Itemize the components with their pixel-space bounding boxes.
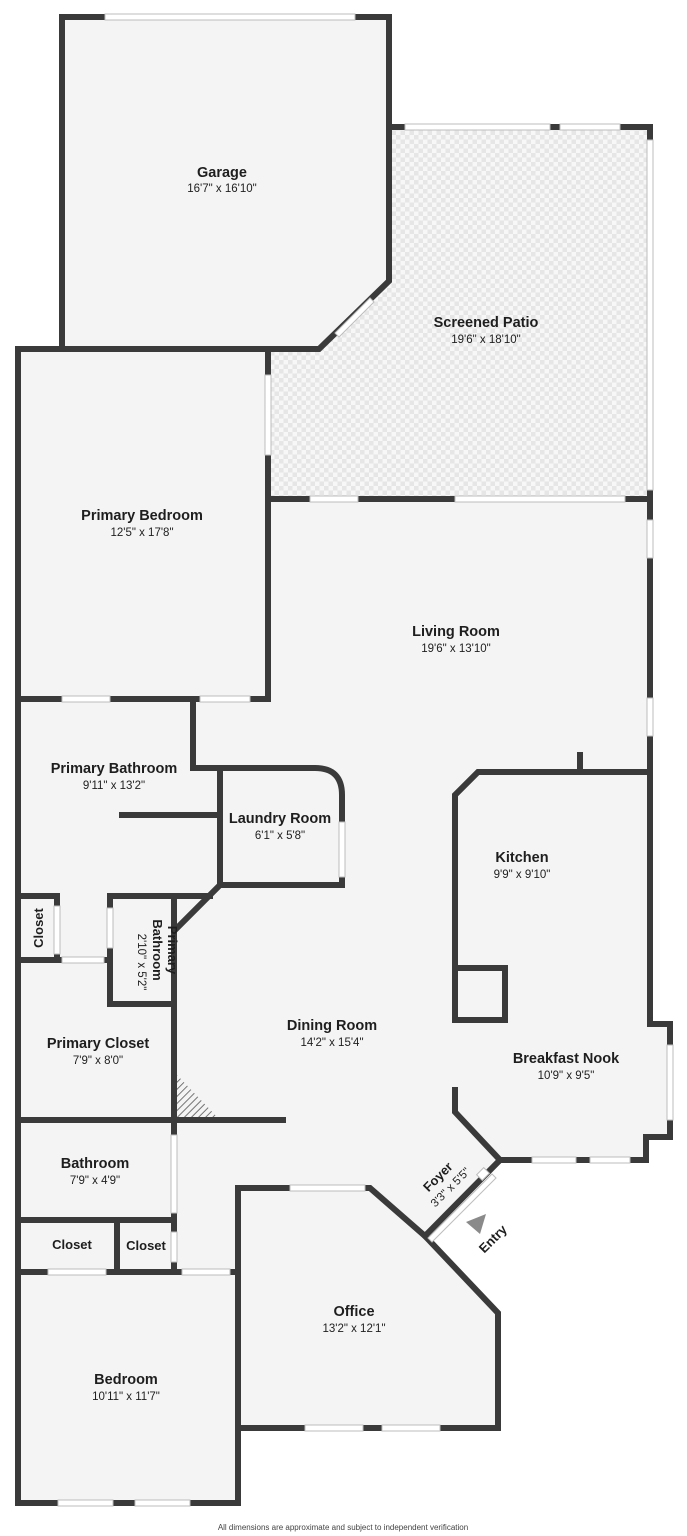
screened-patio-dim: 19'6" x 18'10" <box>451 334 520 346</box>
house-floor <box>18 349 670 1503</box>
patio-floor <box>268 127 650 499</box>
primary-closet-dim: 7'9" x 8'0" <box>73 1055 123 1067</box>
bathroom-label: Bathroom <box>61 1156 129 1172</box>
office-dim: 13'2" x 12'1" <box>322 1323 385 1335</box>
primary-bathroom-label: Primary Bathroom <box>51 761 178 777</box>
dining-room-label: Dining Room <box>287 1018 377 1034</box>
primary-closet-label: Primary Closet <box>47 1036 150 1052</box>
primary-bathroom-2-label-line2: Bathroom <box>150 919 165 980</box>
breakfast-nook-label: Breakfast Nook <box>513 1051 620 1067</box>
kitchen-dim: 9'9" x 9'10" <box>494 869 551 881</box>
primary-bathroom-2-label-line1: Primary <box>165 926 180 975</box>
dining-room-dim: 14'2" x 15'4" <box>300 1037 363 1049</box>
windows <box>47 13 674 1507</box>
laundry-room-dim: 6'1" x 5'8" <box>255 830 305 842</box>
closet-1-label: Closet <box>31 907 46 947</box>
breakfast-nook-dim: 10'9" x 9'5" <box>538 1070 595 1082</box>
disclaimer-footer: All dimensions are approximate and subje… <box>218 1523 468 1532</box>
closet-2-label: Closet <box>52 1237 92 1252</box>
kitchen-label: Kitchen <box>495 850 548 866</box>
entry-arrow-icon <box>466 1214 486 1234</box>
laundry-room-label: Laundry Room <box>229 811 331 827</box>
closet-3-label: Closet <box>126 1238 166 1253</box>
stair-hatch <box>177 1075 220 1120</box>
office-label: Office <box>333 1304 374 1320</box>
garage-dim: 16'7" x 16'10" <box>187 183 256 195</box>
screened-patio-label: Screened Patio <box>434 315 539 331</box>
bedroom-label: Bedroom <box>94 1372 158 1388</box>
living-room-dim: 19'6" x 13'10" <box>421 643 490 655</box>
primary-bedroom-label: Primary Bedroom <box>81 508 203 524</box>
primary-bathroom-dim: 9'11" x 13'2" <box>83 780 145 792</box>
primary-bathroom-2-dim: 2'10" x 5'2" <box>135 934 147 991</box>
living-room-label: Living Room <box>412 624 500 640</box>
primary-bedroom-dim: 12'5" x 17'8" <box>110 527 173 539</box>
garage-floor <box>62 17 389 349</box>
bathroom-dim: 7'9" x 4'9" <box>70 1175 120 1187</box>
garage-label: Garage <box>197 165 247 181</box>
bedroom-dim: 10'11" x 11'7" <box>92 1391 160 1403</box>
